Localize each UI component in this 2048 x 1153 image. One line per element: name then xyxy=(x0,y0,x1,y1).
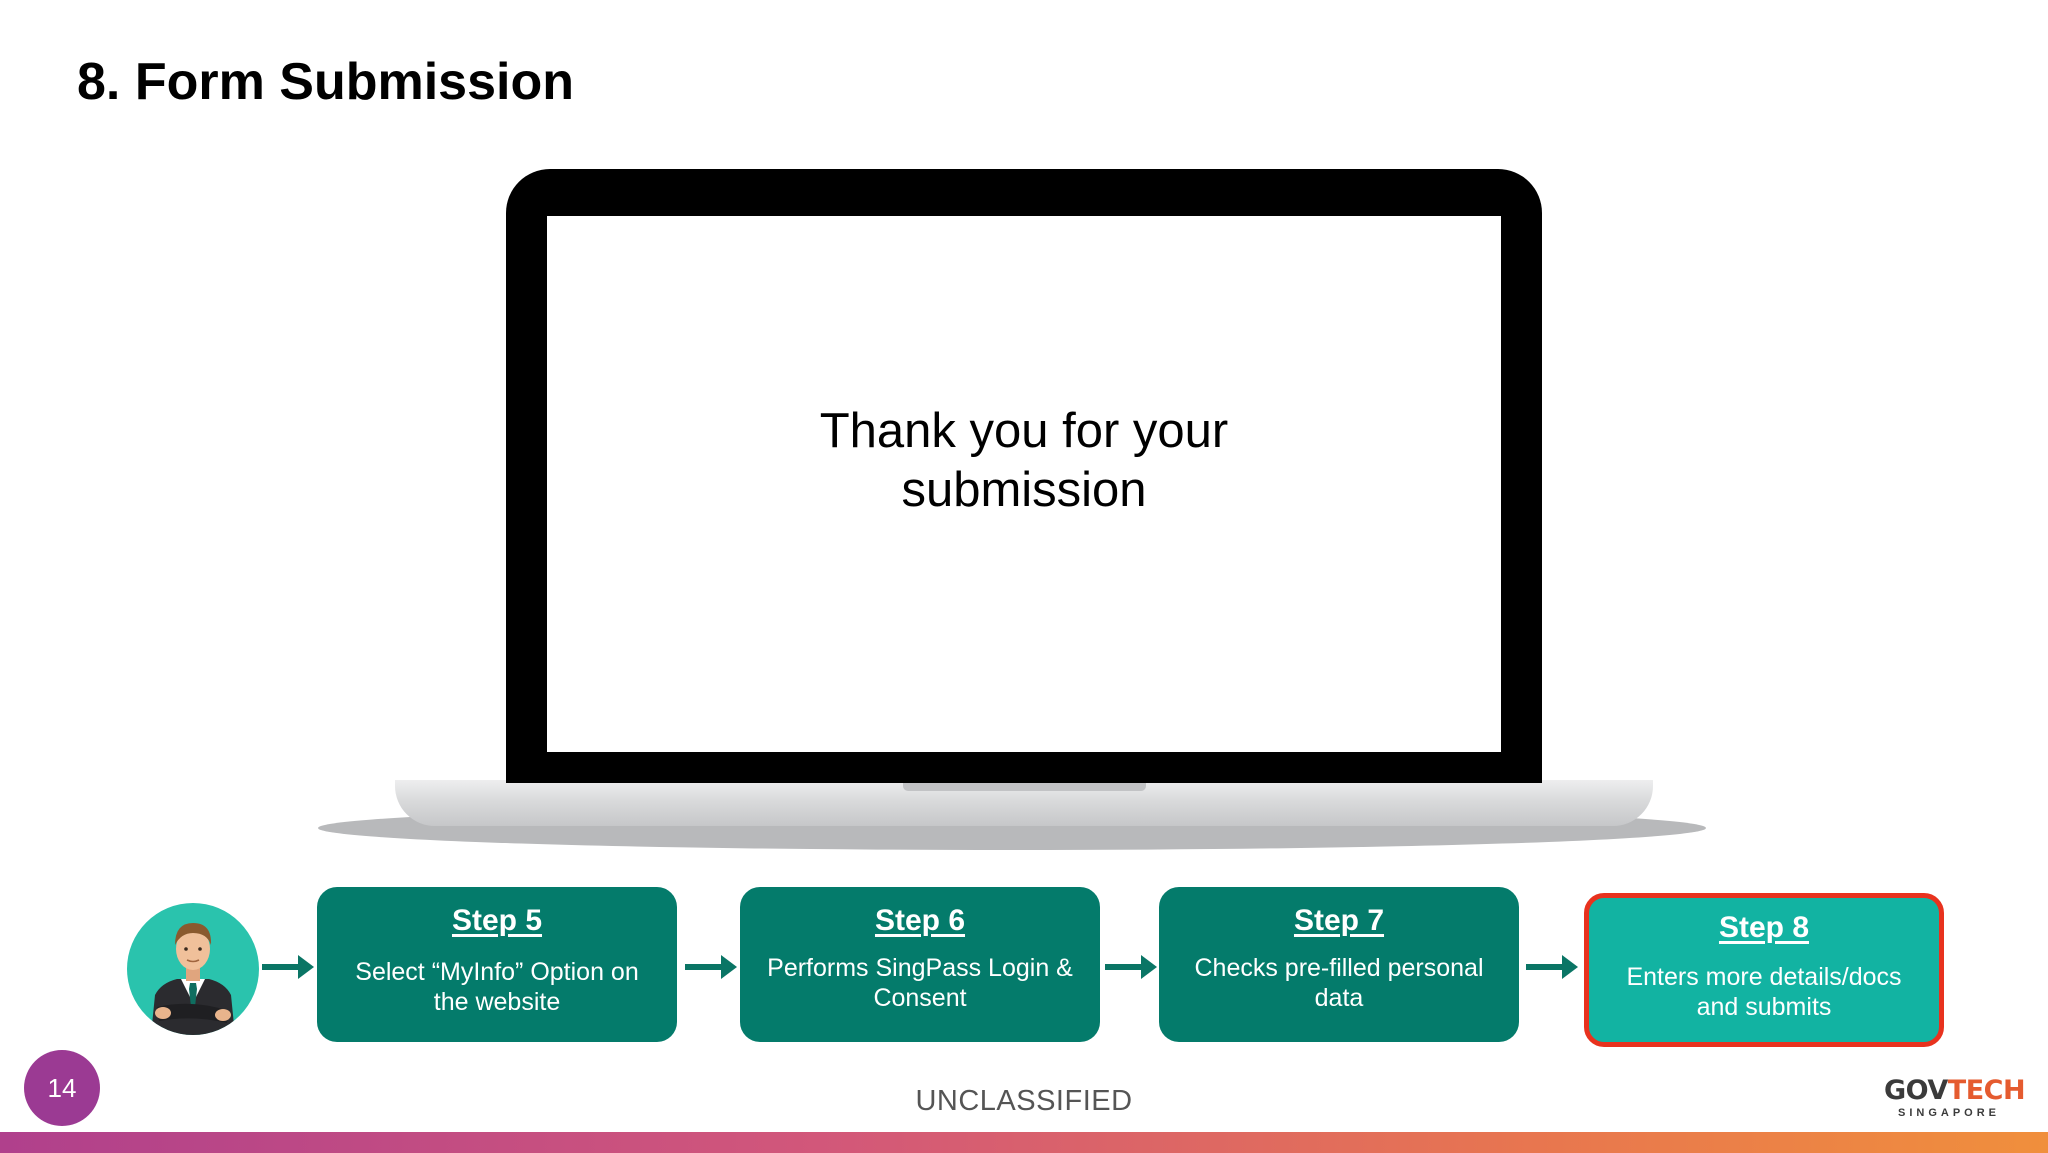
step-6-description-line1: Performs SingPass Login & xyxy=(767,954,1073,982)
page-number-badge: 14 xyxy=(24,1050,100,1126)
logo-subtitle: SINGAPORE xyxy=(1897,1107,2000,1119)
step-7-title: Step 7 xyxy=(1293,904,1385,937)
step-8-card: Step 8 Enters more details/docs and subm… xyxy=(1584,893,1944,1047)
slide-title: 8. Form Submission xyxy=(77,53,574,111)
step-5-title: Step 5 xyxy=(451,904,543,937)
laptop-screen: Thank you for your submission xyxy=(547,216,1501,752)
classification-label: UNCLASSIFIED xyxy=(915,1085,1133,1117)
logo-wordmark: GOVTECH xyxy=(1884,1075,2026,1106)
step-8-description-line1: Enters more details/docs xyxy=(1626,963,1902,991)
laptop-notch xyxy=(903,782,1146,791)
step-5-card: Step 5 Select “MyInfo” Option on the web… xyxy=(317,887,677,1042)
step-5-description-line1: Select “MyInfo” Option on xyxy=(355,958,639,986)
step-7-description-line1: Checks pre-filled personal xyxy=(1194,954,1484,982)
step-5-description-line2: the website xyxy=(433,988,561,1016)
logo-gov-text: GOV xyxy=(1884,1075,1948,1106)
step-6-description: Performs SingPass Login & Consent xyxy=(752,953,1088,1013)
govtech-logo: GOVTECH SINGAPORE xyxy=(1884,1075,2026,1120)
step-8-description: Enters more details/docs and submits xyxy=(1601,962,1927,1022)
logo-tech-text: TECH xyxy=(1947,1075,2026,1106)
right-arrow-icon xyxy=(1526,955,1578,979)
step-6-title: Step 6 xyxy=(874,904,966,937)
right-arrow-icon xyxy=(1105,955,1157,979)
right-arrow-icon xyxy=(685,955,737,979)
screen-message-line2: submission xyxy=(901,463,1147,517)
step-5-description: Select “MyInfo” Option on the website xyxy=(329,957,665,1017)
screen-message-line1: Thank you for your xyxy=(819,404,1229,458)
step-7-description: Checks pre-filled personal data xyxy=(1171,953,1507,1013)
step-7-description-line2: data xyxy=(1314,984,1364,1012)
right-arrow-icon xyxy=(262,955,314,979)
step-8-description-line2: and submits xyxy=(1696,993,1832,1021)
step-8-title: Step 8 xyxy=(1718,911,1810,944)
bottom-gradient-bar xyxy=(0,1132,2048,1153)
step-7-card: Step 7 Checks pre-filled personal data xyxy=(1159,887,1519,1042)
step-6-description-line2: Consent xyxy=(873,984,967,1012)
screen-message: Thank you for your submission xyxy=(547,402,1501,520)
businessman-avatar-icon xyxy=(127,903,259,1035)
step-6-card: Step 6 Performs SingPass Login & Consent xyxy=(740,887,1100,1042)
